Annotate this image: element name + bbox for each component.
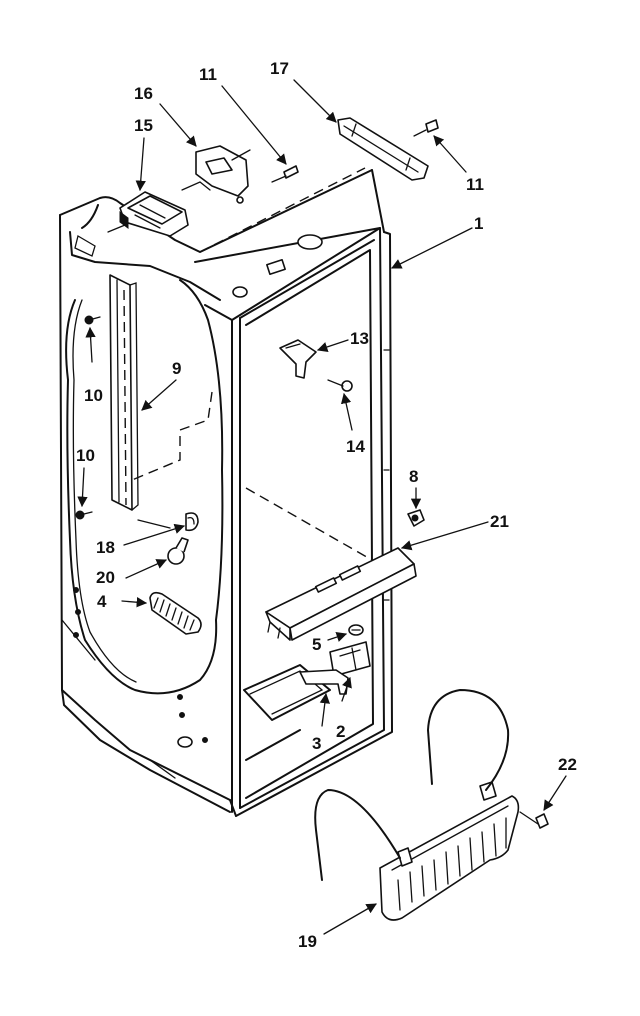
bracket-part-13: [279, 339, 317, 379]
rail-part-17: [337, 117, 429, 181]
callout-4: 4: [97, 592, 107, 611]
screw-part-22: [519, 811, 549, 829]
callout-18: 18: [96, 538, 115, 557]
callout-22: 22: [558, 755, 577, 774]
grille-part-4: [149, 591, 202, 635]
callout-5: 5: [312, 635, 321, 654]
clip-part-5: [348, 624, 364, 636]
callout-9: 9: [172, 359, 181, 378]
screw-part-11-left: [271, 165, 299, 183]
callout-8: 8: [409, 467, 418, 486]
bracket-part-2: [329, 641, 371, 677]
control-part-15: [107, 191, 189, 237]
leader-lines: [77, 79, 567, 935]
rail-part-9: [109, 274, 139, 511]
cover-part-21: [265, 547, 417, 641]
callout-15: 15: [134, 116, 153, 135]
bracket-part-3: [299, 669, 349, 695]
callout-2: 2: [336, 722, 345, 741]
callout-3: 3: [312, 734, 321, 753]
callout-13: 13: [350, 329, 369, 348]
callout-19: 19: [298, 932, 317, 951]
bin-part-19: [314, 689, 520, 921]
callout-labels: 1 2 3 4 5 8 9 10 10 11 11 13 14 15 16 17…: [76, 59, 577, 951]
screw-part-10-lower: [75, 510, 93, 520]
callout-10-lower: 10: [76, 446, 95, 465]
screw-part-14: [327, 379, 353, 392]
cabinet-liner: [59, 167, 393, 817]
fastener-part-8: [407, 509, 425, 527]
clip-part-18: [137, 512, 199, 532]
callout-17: 17: [270, 59, 289, 78]
callout-20: 20: [96, 568, 115, 587]
callout-21: 21: [490, 512, 509, 531]
screw-part-10-upper: [84, 315, 101, 325]
callout-11-left: 11: [199, 65, 217, 84]
callout-14: 14: [346, 437, 365, 456]
callout-11-right: 11: [466, 175, 484, 194]
bulb-part-20: [167, 537, 189, 565]
callout-1: 1: [474, 214, 483, 233]
screw-part-11-right: [413, 119, 439, 137]
callout-16: 16: [134, 84, 153, 103]
bracket-part-16: [181, 145, 251, 204]
callout-10-upper: 10: [84, 386, 103, 405]
